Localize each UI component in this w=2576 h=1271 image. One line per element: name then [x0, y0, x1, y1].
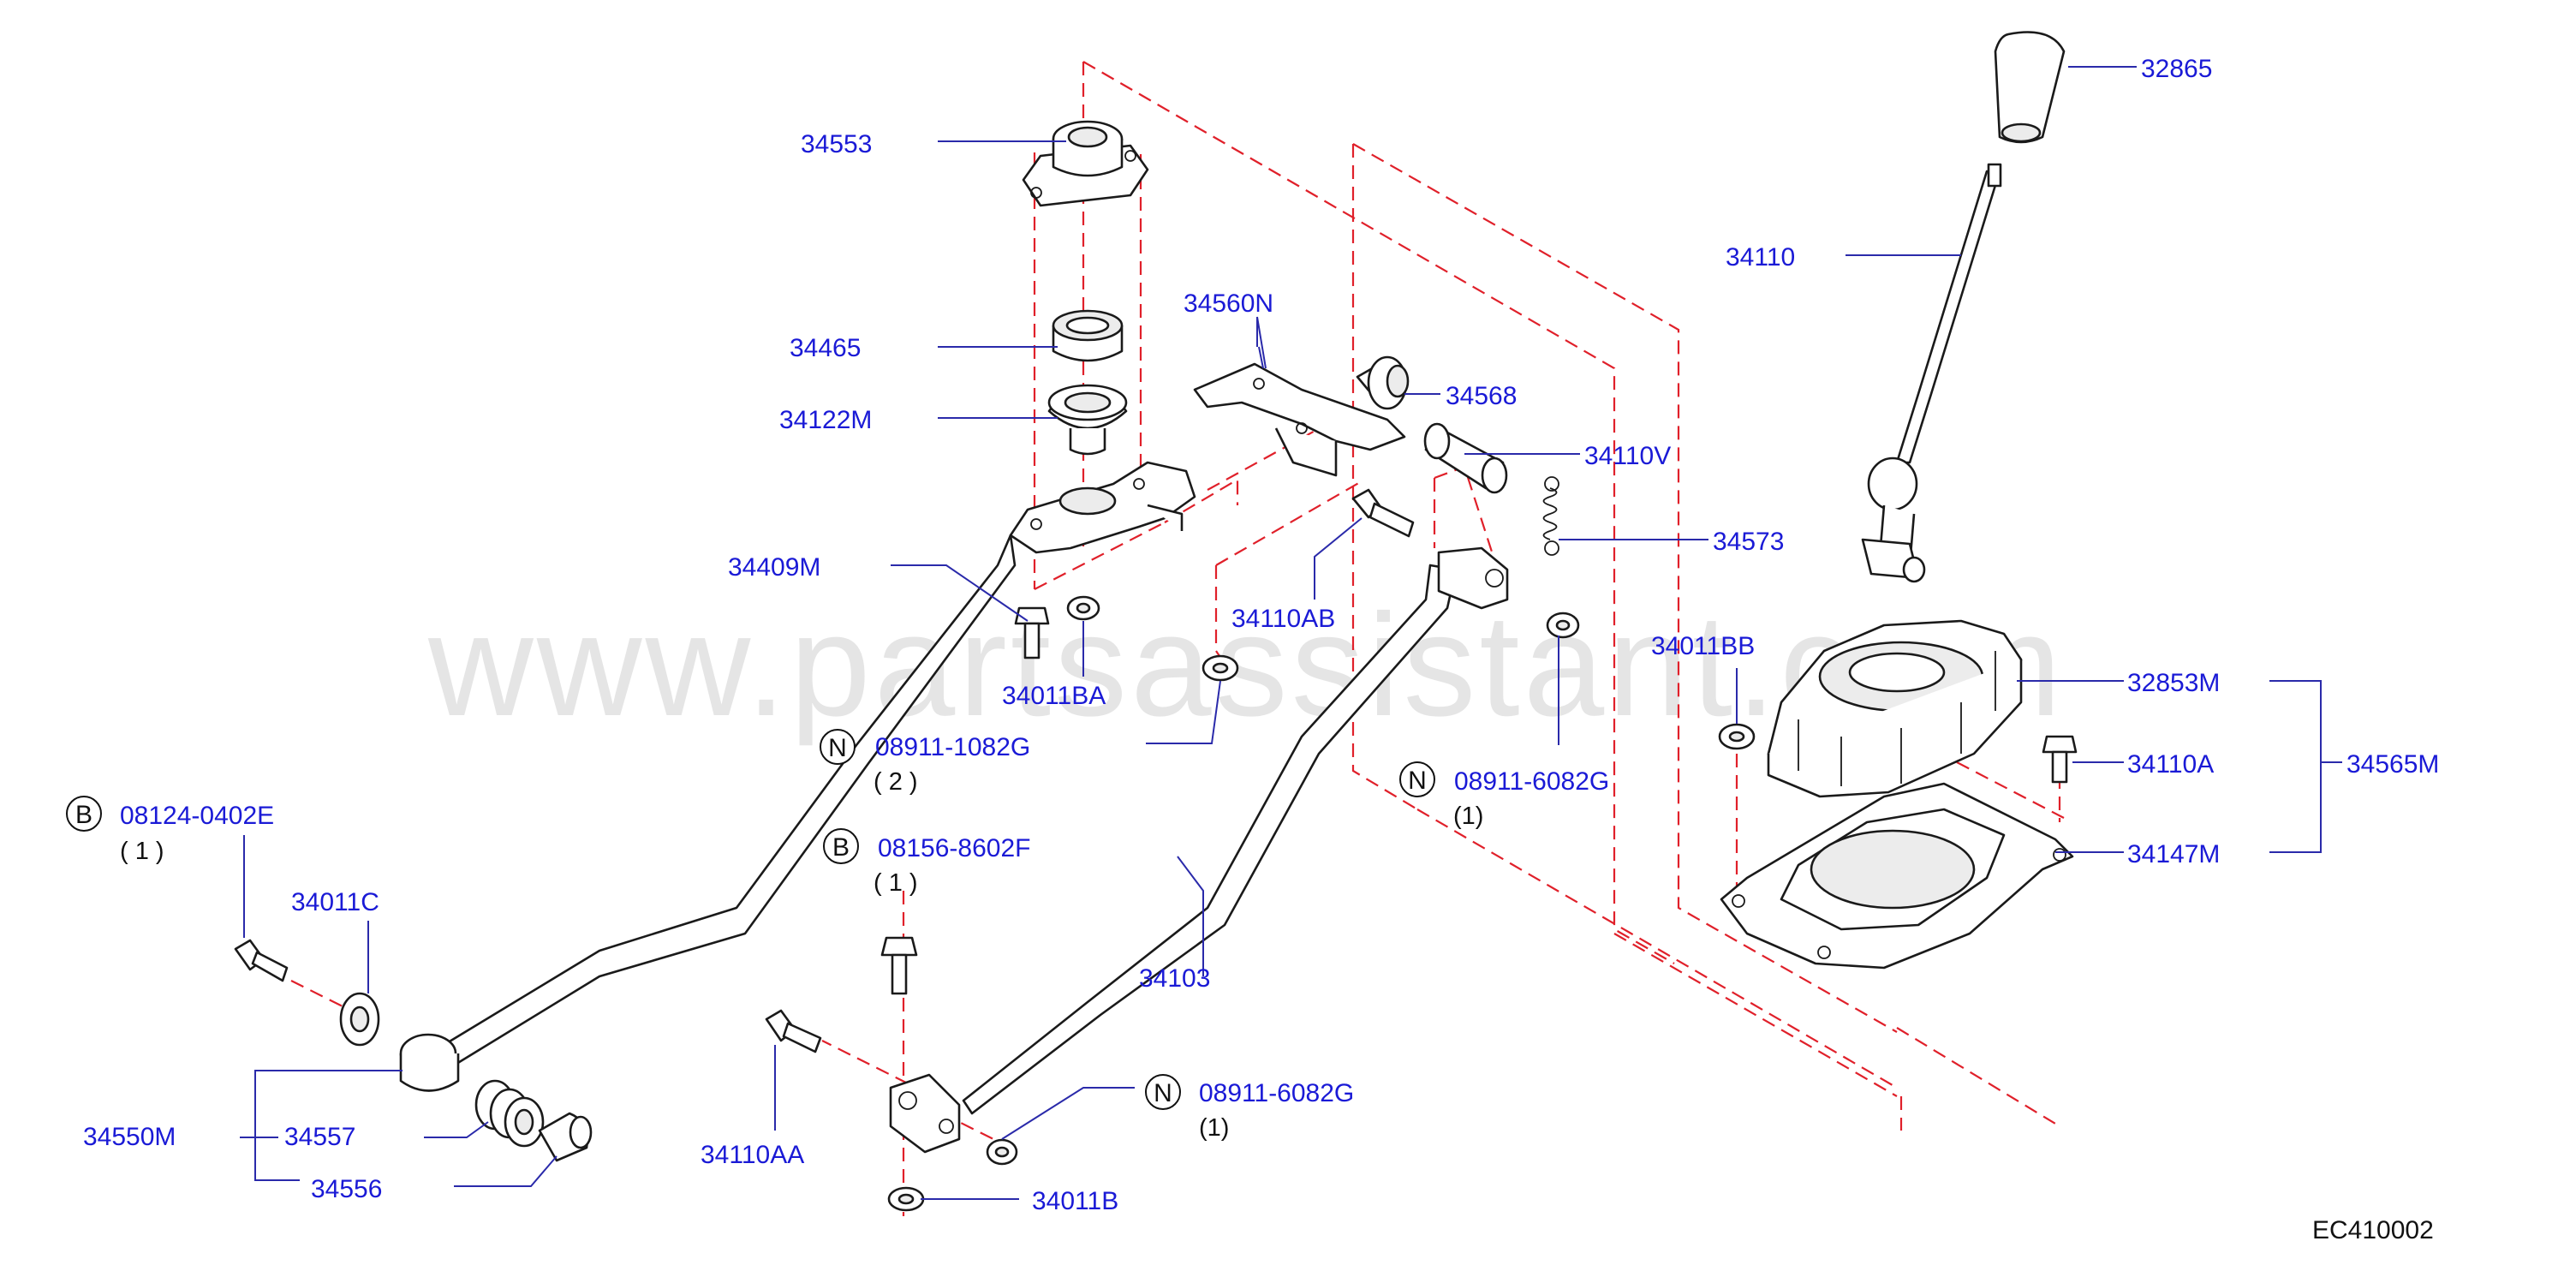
label-34110AA: 34110AA [701, 1141, 804, 1169]
leader-lines [240, 66, 2342, 1200]
part-labels: 34553 34465 34122M 34409M 34560N 34568 3… [83, 55, 2439, 1215]
label-34110AB: 34110AB [1231, 605, 1335, 633]
label-34110A: 34110A [2127, 750, 2214, 779]
part-34557-grommet [474, 1079, 545, 1148]
part-drawings [234, 31, 2078, 1212]
label-08911-6082G-lower: 08911-6082G [1199, 1079, 1354, 1107]
part-08911-nut-right [1546, 612, 1580, 639]
label-34560N: 34560N [1184, 289, 1273, 318]
label-34011C: 34011C [291, 888, 379, 916]
qty-08911-6082G-lower: (1) [1199, 1114, 1229, 1142]
qty-08911-6082G-upper: (1) [1453, 803, 1483, 830]
label-08156-8602F: 08156-8602F [878, 834, 1030, 862]
diagram-code: EC410002 [2312, 1216, 2434, 1244]
part-34550M-rod [399, 534, 1017, 1092]
part-34465-ring [1052, 309, 1124, 362]
circled-markers: N N N B B [66, 729, 1435, 1110]
label-34568: 34568 [1446, 382, 1517, 410]
label-34011BB: 34011BB [1651, 632, 1755, 660]
part-34110AB-bolt [1351, 488, 1415, 538]
part-34110A-bolt [2042, 735, 2078, 784]
part-34103-rod [889, 546, 1509, 1154]
marker-n-3: N [1154, 1079, 1172, 1107]
label-34011B: 34011B [1032, 1187, 1118, 1215]
label-34573: 34573 [1713, 528, 1784, 556]
part-34011B-nut [887, 1186, 925, 1212]
label-34565M: 34565M [2346, 750, 2439, 779]
label-34103: 34103 [1139, 964, 1210, 993]
part-34011C-washer [339, 992, 380, 1047]
part-34122M-seat [1047, 384, 1128, 456]
part-08156-bolt [880, 936, 918, 995]
qty-08156-8602F: ( 1 ) [874, 869, 918, 897]
label-34550M: 34550M [83, 1123, 176, 1151]
label-34011BA: 34011BA [1002, 682, 1106, 710]
label-34122M: 34122M [779, 406, 872, 434]
part-08911-nut-upper [1202, 654, 1239, 682]
marker-n-2: N [1408, 767, 1427, 795]
label-34110: 34110 [1726, 243, 1795, 272]
label-34110V: 34110V [1584, 442, 1671, 470]
label-08911-1082G: 08911-1082G [875, 733, 1030, 761]
marker-b-1: B [75, 801, 92, 829]
part-32865-knob [1994, 31, 2066, 144]
label-32853M: 32853M [2127, 669, 2220, 697]
quantity-labels: ( 2 ) (1) (1) ( 1 ) ( 1 ) [120, 768, 1483, 1142]
marker-b-2: B [832, 833, 850, 862]
label-08124-0402E: 08124-0402E [120, 802, 274, 830]
label-08911-6082G-upper: 08911-6082G [1454, 767, 1609, 796]
part-34110-lever [1861, 163, 2002, 583]
part-34011BB-nut [1718, 723, 1756, 750]
label-34409M: 34409M [728, 553, 820, 582]
part-34560N-bracket [1193, 362, 1406, 477]
label-34557: 34557 [284, 1123, 355, 1151]
qty-08911-1082G: ( 2 ) [874, 768, 918, 796]
label-34553: 34553 [801, 130, 872, 158]
part-32853M-housing [1767, 619, 2023, 798]
label-34147M: 34147M [2127, 840, 2220, 868]
part-34110V-sleeve [1423, 422, 1508, 494]
part-08124-bolt [234, 939, 289, 982]
label-34556: 34556 [311, 1175, 382, 1203]
part-34011BA-bolt-nut [1014, 595, 1100, 659]
label-32865: 32865 [2141, 55, 2212, 83]
part-34556-pin [538, 1112, 593, 1162]
part-34409M-bracket [1009, 461, 1196, 554]
part-34147M-plate [1720, 782, 2074, 970]
part-34568-damper [1356, 355, 1410, 410]
marker-n-1: N [828, 734, 847, 762]
label-34465: 34465 [790, 334, 861, 362]
part-08911-nut-lower [986, 1138, 1018, 1166]
part-34573-spring [1542, 476, 1559, 556]
part-34553-bushing [1022, 120, 1149, 207]
qty-08124-0402E: ( 1 ) [120, 838, 164, 865]
part-34110AA-bolt [765, 1009, 822, 1053]
